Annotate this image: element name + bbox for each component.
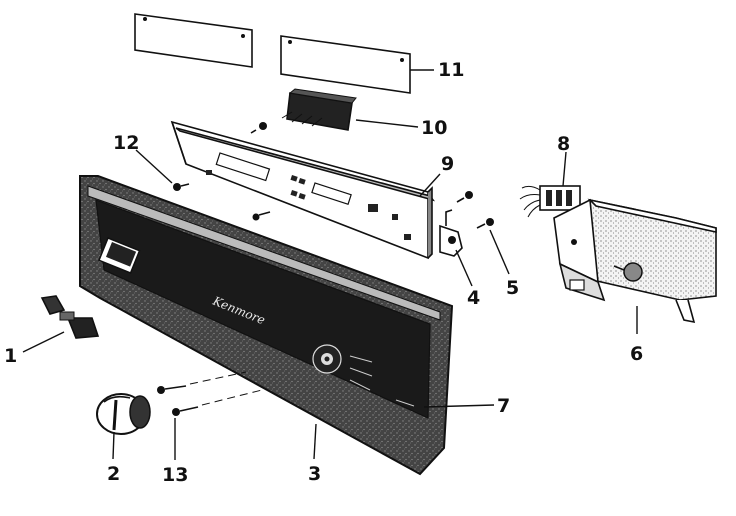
callout-4: 4	[467, 287, 480, 309]
leader-2	[112, 431, 115, 460]
leader-8	[562, 151, 567, 187]
callout-2: 2	[107, 463, 120, 485]
screw-13-lower	[172, 389, 263, 416]
leader-5	[489, 229, 510, 275]
switch-block-10	[281, 88, 357, 131]
control-panel-3: Kenmore	[79, 175, 454, 476]
leader-3	[313, 423, 317, 460]
callout-6: 6	[630, 343, 643, 365]
callout-12: 12	[113, 132, 139, 154]
screw-5-upper	[456, 191, 473, 203]
knob-2	[96, 393, 151, 435]
callout-8: 8	[557, 133, 570, 155]
leader-4	[455, 249, 473, 287]
panel-11-left	[134, 13, 253, 68]
screw-bracket-lower	[252, 211, 271, 221]
callout-9: 9	[441, 153, 454, 175]
leader-lines	[22, 69, 638, 460]
callout-13: 13	[162, 464, 188, 486]
switch-1	[40, 295, 100, 339]
connector-8	[519, 185, 581, 218]
leader-9	[419, 173, 441, 197]
callout-11: 11	[438, 59, 464, 81]
callout-10: 10	[421, 117, 447, 139]
timer-6	[553, 198, 717, 324]
callout-5: 5	[506, 277, 519, 299]
clip-4	[439, 209, 463, 257]
leader-1	[22, 331, 65, 353]
leader-7	[423, 404, 495, 408]
leader-12	[135, 149, 173, 184]
bracket-9	[170, 120, 436, 260]
screw-10	[250, 122, 267, 134]
callout-1: 1	[4, 345, 17, 367]
panel-11-right	[280, 35, 411, 94]
leader-10	[355, 119, 419, 128]
callout-3: 3	[308, 463, 321, 485]
screw-13-upper	[157, 371, 247, 394]
screw-12	[173, 183, 190, 191]
screw-5-lower	[476, 218, 494, 229]
callout-7: 7	[497, 395, 510, 417]
callout-labels: 1 2 3 4 5 6 7 8 9 10 11 12 13	[4, 59, 643, 486]
